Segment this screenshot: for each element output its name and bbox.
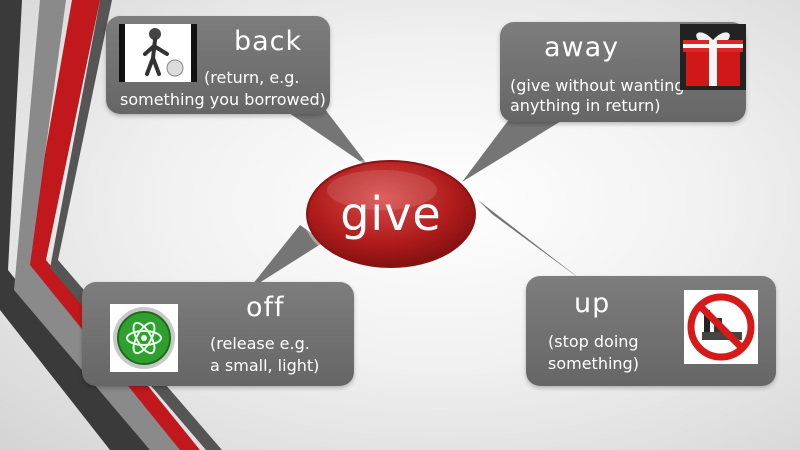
beam-to-away [462,118,566,182]
off-bubble: off (release e.g. a small, light) [82,282,354,386]
no-smoking-drinking-icon [684,290,758,364]
gray-stripe [14,0,180,450]
red-stripe [22,0,200,450]
off-desc-line2: a small, light) [210,356,320,375]
beam-to-back [270,100,370,168]
beam-to-up [478,200,584,282]
beam-to-off [248,225,324,290]
off-desc-line1: (release e.g. [210,334,310,353]
gift-box-icon [680,24,746,90]
give-word: give [340,187,442,241]
dark-stripe-left [0,0,150,450]
atom-icon [110,304,178,372]
off-word: off [246,292,285,323]
up-desc-line1: (stop doing [548,332,639,351]
away-desc-line1: (give without wanting [510,76,685,95]
person-pushing-ball-icon [119,24,197,82]
up-word: up [574,288,611,319]
back-desc-line2: something you borrowed) [120,90,326,109]
away-word: away [544,32,620,63]
away-desc-line2: anything in return) [510,96,661,115]
back-word: back [234,26,303,57]
back-bubble: back (return, e.g. something you borrowe… [106,16,330,114]
give-oval [303,157,479,271]
up-bubble: up (stop doing something) [526,276,776,386]
up-desc-line2: something) [548,354,639,373]
back-desc-line1: (return, e.g. [204,68,300,87]
